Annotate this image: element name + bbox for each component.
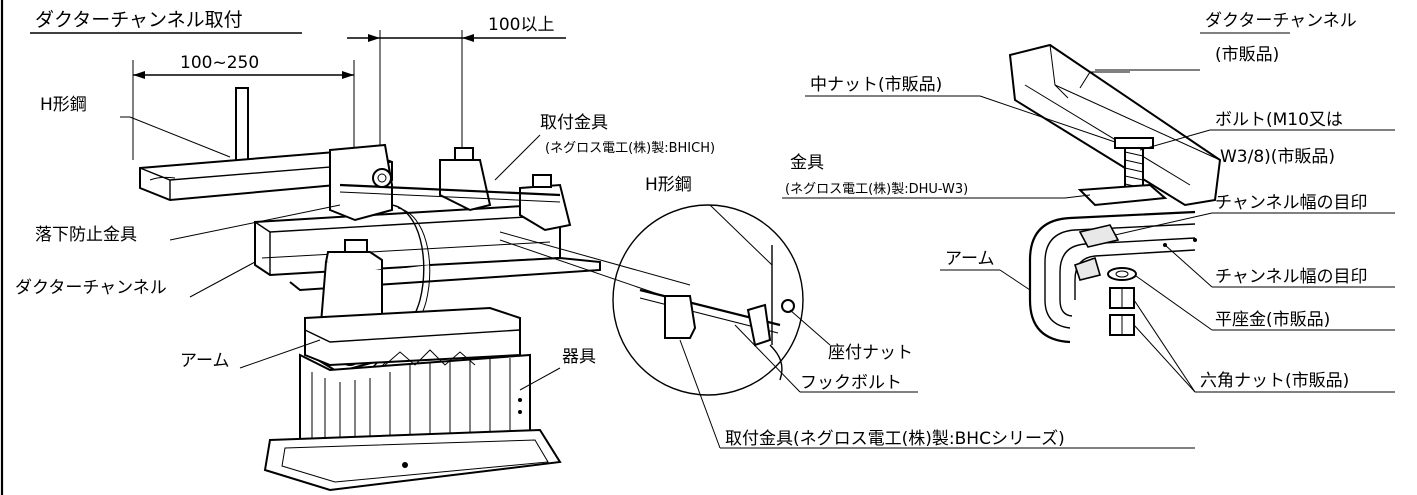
label-channel-mark-top: チャンネル幅の目印	[1215, 193, 1368, 213]
arrow-right-icon	[368, 34, 380, 42]
label-bracket: 取付金具	[540, 113, 608, 133]
fixture-base	[263, 428, 562, 492]
left-assembly	[30, 30, 691, 492]
h-beam-web	[235, 87, 249, 166]
label-right-ductor-channel: ダクターチャンネル	[1205, 11, 1357, 31]
label-bracket-maker: (ネグロス電工(株)製:BHICH)	[545, 141, 715, 156]
hook-bolt	[339, 183, 561, 197]
leader-hex-nut	[1133, 299, 1196, 393]
hook-clamp	[519, 183, 572, 232]
detail-view	[612, 204, 1195, 449]
detail-nut	[781, 299, 795, 313]
arrow-right-icon	[342, 71, 354, 79]
hook-clamp	[439, 159, 492, 212]
leader-ductor-channel	[189, 261, 256, 298]
right-ductor-channel	[1008, 43, 1222, 207]
label-ductor-channel: ダクターチャンネル	[15, 278, 167, 298]
right-bolt	[1124, 144, 1144, 191]
title: ダクターチャンネル取付	[35, 9, 243, 31]
leader-bracket	[494, 134, 541, 181]
nut	[454, 147, 474, 161]
arrow-left-icon	[462, 34, 474, 42]
dimension-clearance: 100以上	[488, 15, 554, 35]
label-bolt-line1: ボルト(M10又は	[1215, 110, 1343, 130]
dimension-range: 100~250	[180, 53, 259, 73]
label-arm: アーム	[180, 351, 229, 371]
bolt-head	[372, 168, 392, 188]
nut	[532, 174, 552, 188]
channel-mark-top	[1078, 224, 1120, 248]
fitting-plate	[1077, 183, 1168, 207]
detail-circle	[612, 204, 804, 396]
label-h-beam: H形鋼	[40, 95, 87, 115]
label-channel-mark: チャンネル幅の目印	[1215, 267, 1368, 287]
label-right-ductor-channel-note: (市販品)	[1215, 45, 1279, 65]
label-bolt-line2: W3/8)(市販品)	[1220, 147, 1335, 167]
label-center-nut: 中ナット(市販品)	[810, 75, 942, 95]
label-flat-washer: 平座金(市販品)	[1215, 310, 1330, 330]
label-bracket-series: 取付金具(ネグロス電工(株)製:BHCシリーズ)	[725, 429, 1065, 449]
detail-washer	[746, 303, 772, 347]
leader-arm	[239, 339, 321, 369]
right-assembly	[782, 32, 1395, 393]
flat-washer	[1107, 267, 1137, 281]
leader-fixture	[519, 367, 561, 391]
label-seat-nut: 座付ナット	[828, 343, 913, 363]
label-right-arm: アーム	[945, 249, 994, 269]
right-arm-outer	[1028, 210, 1196, 300]
arrow-left-icon	[133, 71, 145, 79]
leader-fall-stop	[169, 204, 341, 241]
label-detail-h-beam: H形鋼	[645, 175, 692, 195]
fixture-body	[299, 353, 531, 441]
leader-bolt	[1139, 129, 1211, 151]
label-fixture: 器具	[562, 347, 596, 367]
label-fitting: 金具	[790, 153, 824, 173]
label-hex-nut: 六角ナット(市販品)	[1200, 371, 1349, 391]
label-fitting-maker: (ネグロス電工(株)製:DHU-W3)	[785, 182, 968, 197]
leader-washer	[1135, 275, 1213, 331]
detail-bracket	[664, 295, 697, 339]
leader-h-beam	[129, 116, 231, 158]
fixture-fins	[311, 349, 511, 440]
leader-channel-mark	[1164, 244, 1213, 288]
leader-channel-mark-top	[1114, 212, 1213, 236]
label-fall-stop: 落下防止金具	[35, 225, 137, 245]
center-nut	[1114, 137, 1154, 149]
label-hook-bolt: フックボルト	[800, 373, 902, 393]
bracket-clamp	[329, 143, 393, 222]
channel-mark	[1073, 256, 1102, 281]
